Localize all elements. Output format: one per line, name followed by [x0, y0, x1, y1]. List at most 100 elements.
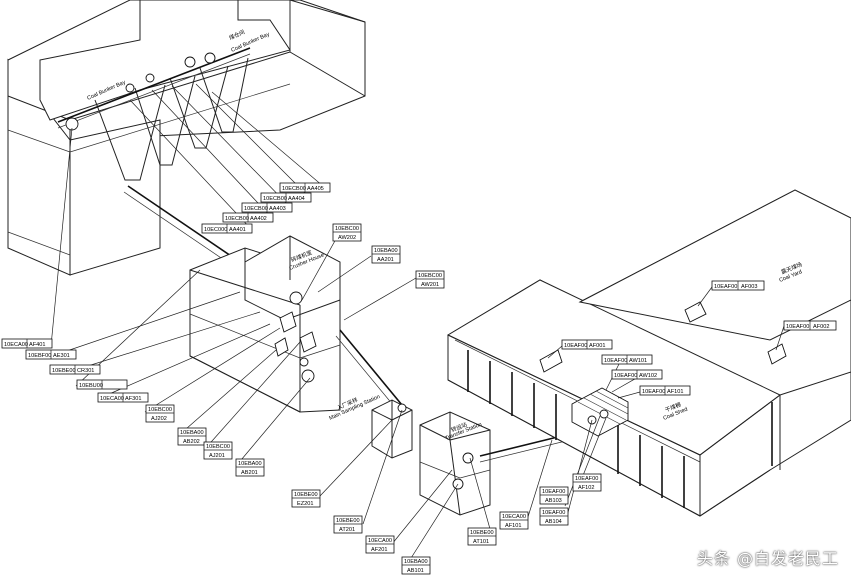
- tag-af102: 10EAF00 AF102: [572, 473, 602, 492]
- tag-ab101-sub: AB101: [407, 568, 424, 574]
- tag-af001: 10EAF00 AF001: [561, 339, 613, 350]
- tag-aa401-sub: AA401: [229, 227, 246, 233]
- tag-aj202-sub: AJ202: [151, 416, 167, 422]
- tag-aw202: 10EBC00 AW202: [332, 223, 362, 242]
- tag-af002: 10EAF00 AF002: [783, 320, 837, 331]
- tag-af301: 10ECA00 AF301: [97, 392, 149, 403]
- tag-af102-code: 10EAF00: [575, 476, 598, 482]
- tag-af002-sub: AF002: [813, 324, 829, 330]
- tag-af002-code: 10EAF00: [786, 324, 809, 330]
- tag-ez201: 10EBE00 EZ201: [291, 489, 321, 508]
- tag-aa405-sub: AA405: [307, 186, 324, 192]
- tag-eaf-af101: 10EAF00 AF101: [639, 385, 691, 396]
- tag-at201-code: 10EBE00: [336, 518, 360, 524]
- tag-aj201-code: 10EBC00: [206, 444, 230, 450]
- tag-ecaf101-sub: AF101: [505, 523, 521, 529]
- tag-at101-sub: AT101: [473, 539, 489, 545]
- tag-aw102: 10EAF00 AW102: [611, 369, 663, 380]
- coal-shed-building: Coal Shed 干煤棚 Coal Yard 露天煤场: [446, 189, 851, 517]
- tag-aa201: 10EBA00 AA201: [371, 245, 401, 264]
- tag-aa401: 10EC000 AA401: [201, 223, 253, 234]
- tag-ae301-code: 10EBF00: [28, 353, 51, 359]
- tag-cr301-code: 10EBE00: [52, 368, 76, 374]
- tag-aa405: 10ECB00 AA405: [279, 182, 331, 193]
- tag-ebu00: 10EBU00: [76, 379, 128, 390]
- tag-at201: 10EBE00 AT201: [333, 515, 363, 534]
- tag-aa402-sub: AA402: [250, 216, 267, 222]
- tag-af201-sub: AF201: [371, 547, 387, 553]
- tag-aa403-code: 10ECB00: [244, 206, 268, 212]
- tag-ebu00-code: 10EBU00: [79, 383, 103, 389]
- tag-aw101-sub: AW101: [629, 358, 647, 364]
- tag-ab104: 10EAF00 AB104: [539, 507, 569, 526]
- tag-aa403: 10ECB00 AA403: [241, 202, 293, 213]
- tag-cr301: 10EBE00 CR301: [49, 364, 101, 375]
- tag-aa404: 10ECB00 AA404: [260, 192, 312, 203]
- tag-aa402-code: 10ECB00: [225, 216, 249, 222]
- tag-aa405-code: 10ECB00: [282, 186, 306, 192]
- transfer-station-building: Transfer Station 转运站: [419, 411, 491, 516]
- tag-ab202: 10EBA00 AB202: [177, 427, 207, 446]
- tag-aa402: 10ECB00 AA402: [222, 212, 274, 223]
- tag-af003-sub: AF003: [741, 284, 757, 290]
- tag-ab202-sub: AB202: [183, 439, 200, 445]
- tag-aw201-sub: AW201: [421, 282, 439, 288]
- tag-aw202-sub: AW202: [338, 235, 356, 241]
- tag-af003: 10EAF00 AF003: [711, 280, 765, 291]
- tag-ez201-code: 10EBE00: [294, 492, 318, 498]
- tag-af401-sub: AF401: [29, 342, 45, 348]
- tag-aj201: 10EBC00 AJ201: [203, 441, 233, 460]
- tag-aa201-code: 10EBA00: [374, 248, 398, 254]
- inclined-conveyor-middle: [335, 329, 403, 412]
- tag-at101: 10EBE00 AT101: [467, 527, 497, 546]
- tag-ecaf101: 10ECA00 AF101: [499, 511, 529, 530]
- tag-aa201-sub: AA201: [377, 257, 394, 263]
- tag-af301-sub: AF301: [125, 396, 141, 402]
- tag-ez201-sub: EZ201: [297, 501, 313, 507]
- tag-aw102-code: 10EAF00: [614, 373, 637, 379]
- tag-ab201: 10EBA00 AB201: [235, 458, 265, 477]
- tag-aj202-code: 10EBC00: [148, 407, 172, 413]
- leader-lines: [50, 83, 785, 567]
- tag-ab103: 10EAF00 AB103: [539, 486, 569, 505]
- tag-aa404-sub: AA404: [288, 196, 305, 202]
- tag-af201: 10ECA00 AF201: [365, 535, 395, 554]
- tag-at201-sub: AT201: [339, 527, 355, 533]
- tag-af401-code: 10ECA00: [4, 342, 28, 348]
- main-sampling-building: Main Sampling Station 入厂采样: [328, 394, 413, 459]
- tag-af001-code: 10EAF00: [564, 343, 587, 349]
- tag-eaf-af101-code: 10EAF00: [642, 389, 665, 395]
- tag-af401: 10ECA00 AF401: [1, 338, 53, 349]
- tag-at101-code: 10EBE00: [470, 530, 494, 536]
- tag-aw201-code: 10EBC00: [418, 273, 442, 279]
- tag-af001-sub: AF001: [589, 343, 605, 349]
- tag-ab103-sub: AB103: [545, 498, 562, 504]
- tag-ab201-code: 10EBA00: [238, 461, 262, 467]
- tag-ab104-code: 10EAF00: [542, 510, 565, 516]
- tag-ab103-code: 10EAF00: [542, 489, 565, 495]
- tag-aa404-code: 10ECB00: [263, 196, 287, 202]
- tag-aw101-code: 10EAF00: [604, 358, 627, 364]
- coal-bunker-bay-building: Coal Bunker Bay Coal Bunker Bay 煤仓间: [7, 0, 366, 276]
- tag-ab202-code: 10EBA00: [180, 430, 204, 436]
- equipment-tags: 10ECB00 AA405 10ECB00 AA404 10ECB00 AA40…: [1, 182, 837, 575]
- tag-ab104-sub: AB104: [545, 519, 562, 525]
- tag-aw202-code: 10EBC00: [335, 226, 359, 232]
- tag-af102-sub: AF102: [578, 485, 594, 491]
- tag-cr301-sub: CR301: [77, 368, 94, 374]
- tag-af003-code: 10EAF00: [714, 284, 737, 290]
- tag-aw101: 10EAF00 AW101: [601, 354, 653, 365]
- tag-ab101: 10EBA00 AB101: [401, 556, 431, 575]
- tag-ae301: 10EBF00 AE301: [25, 349, 77, 360]
- tag-af301-code: 10ECA00: [100, 396, 124, 402]
- tag-aa403-sub: AA403: [269, 206, 286, 212]
- tag-ab201-sub: AB201: [241, 470, 258, 476]
- tag-aj202: 10EBC00 AJ202: [145, 404, 175, 423]
- tag-ae301-sub: AE301: [53, 353, 70, 359]
- tag-ecaf101-code: 10ECA00: [502, 514, 526, 520]
- crusher-house-building: Crusher House 碎煤机室: [189, 235, 341, 413]
- tag-aa401-code: 10EC000: [204, 227, 227, 233]
- tag-af201-code: 10ECA00: [368, 538, 392, 544]
- tag-aw102-sub: AW102: [639, 373, 657, 379]
